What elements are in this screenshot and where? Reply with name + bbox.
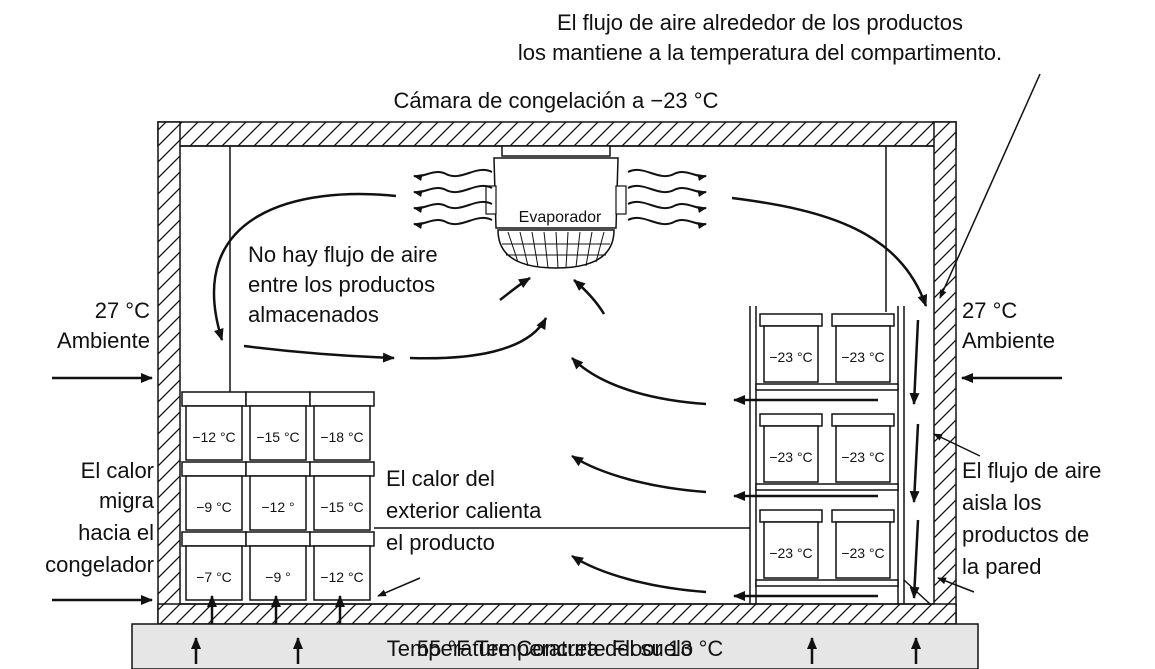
left-row-2: −9 °C −12 ° −15 °C [181,461,375,531]
heat-migrates-line-1: El calor [81,458,154,483]
floor-temperature-caption-b: Temperature Concrete Floor 13 °C [387,636,724,661]
floor-heat-arrows-left [207,595,345,624]
left-cell-temp: −15 °C [256,429,299,445]
rack-cell-temp: −23 °C [841,349,884,365]
wall-top [157,121,957,147]
ambient-right-label: Ambiente [962,328,1055,353]
circulation-arrows [212,192,928,594]
airflow-insulates-line-2: aisla los [962,490,1041,515]
chamber-title: Cámara de congelación a −23 °C [394,88,719,113]
airflow-insulates-line-4: la pared [962,554,1042,579]
evaporator-unit: Evaporador [485,145,627,269]
wall-left [157,121,181,623]
wall-right [933,121,957,623]
rack-cell-temp: −23 °C [769,545,812,561]
leader-lines [374,73,1041,597]
heat-migrates-line-4: congelador [45,552,154,577]
rack-cell-temp: −23 °C [841,449,884,465]
floor-insulation [157,603,957,625]
rack-cell-temp: −23 °C [841,545,884,561]
rack-air-arrows [733,319,920,601]
rack-cell-temp: −23 °C [769,449,812,465]
exterior-heat-line-1: El calor del [386,466,495,491]
evaporator-airflow-right [627,169,707,229]
heat-migrates-line-2: migra [99,488,155,513]
top-note-line-2: los mantiene a la temperatura del compar… [518,40,1002,65]
left-product-stack: −12 °C −15 °C −18 °C −9 °C −12 ° −15 °C … [181,391,375,601]
left-cell-temp: −12 ° [261,499,294,515]
right-rack [749,306,931,605]
left-cell-temp: −9 ° [265,569,290,585]
ambient-right-temp: 27 °C [962,298,1017,323]
evaporator-airflow-left [413,169,493,229]
heat-migrates-line-3: hacia el [78,520,154,545]
no-airflow-line-3: almacenados [248,302,379,327]
no-airflow-line-1: No hay flujo de aire [248,242,438,267]
floor-heat-arrows-right [191,637,921,664]
ambient-arrows [52,373,1062,605]
exterior-heat-line-3: el producto [386,530,495,555]
left-cell-temp: −12 °C [192,429,235,445]
left-cell-temp: −7 °C [196,569,232,585]
left-row-1: −12 °C −15 °C −18 °C [181,391,375,461]
airflow-insulates-line-3: productos de [962,522,1089,547]
left-row-3: −7 °C −9 ° −12 °C [181,531,375,601]
floor-temperature-caption-a: 55 °F Temperatura del suelo [417,636,693,661]
no-airflow-line-2: entre los productos [248,272,435,297]
exterior-heat-line-2: exterior calienta [386,498,542,523]
ambient-left-label: Ambiente [57,328,150,353]
evaporator-label: Evaporador [519,209,602,226]
left-cell-temp: −15 °C [320,499,363,515]
top-note-line-1: El flujo de aire alrededor de los produc… [557,10,963,35]
airflow-insulates-line-1: El flujo de aire [962,458,1101,483]
right-rack-temps: −23 °C −23 °C −23 °C −23 °C −23 °C −23 °… [769,349,884,561]
left-cell-temp: −18 °C [320,429,363,445]
left-cell-temp: −12 °C [320,569,363,585]
ambient-left-temp: 27 °C [95,298,150,323]
rack-cell-temp: −23 °C [769,349,812,365]
left-cell-temp: −9 °C [196,499,232,515]
concrete-floor-slab [131,623,979,669]
